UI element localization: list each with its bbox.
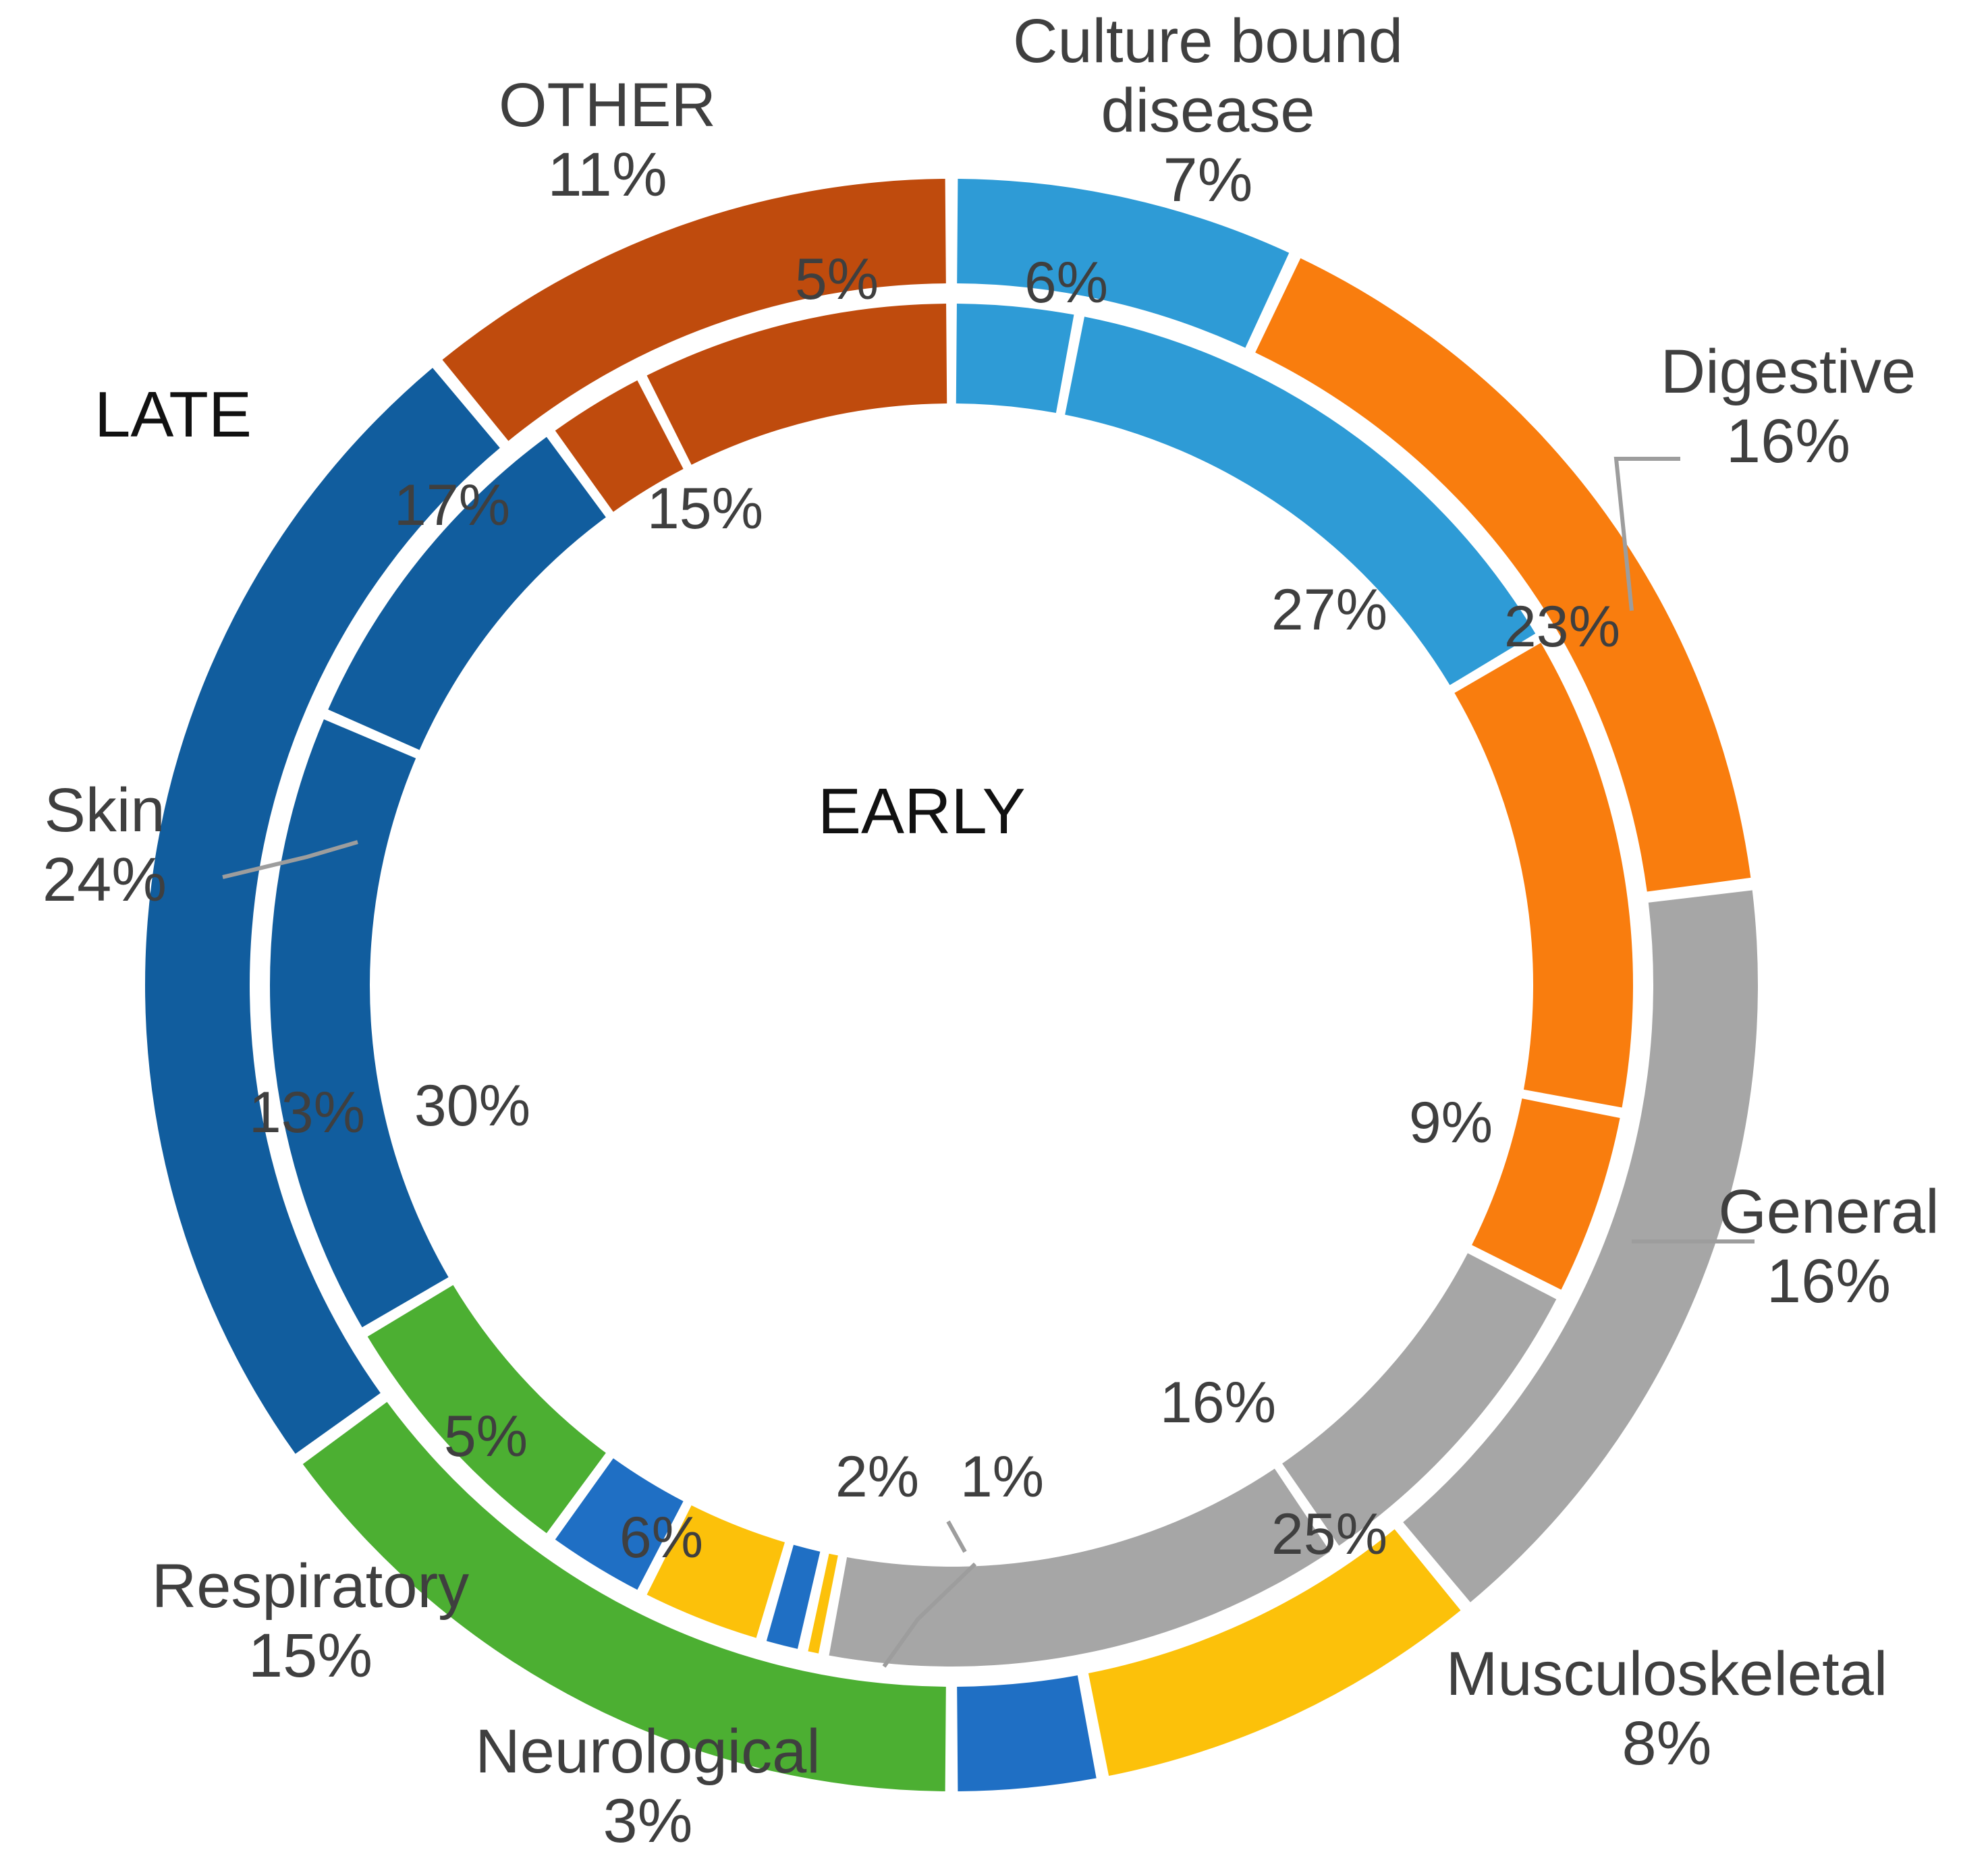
inner-pct-16: 16%: [1159, 1370, 1277, 1435]
inner-slice-5pct-13[interactable]: [555, 380, 684, 512]
inner-pct-15: 15%: [646, 476, 764, 541]
slice-name-neurological: Neurological: [475, 1717, 821, 1786]
slice-label-digestive: Digestive 16%: [1606, 337, 1970, 476]
slice-pct-other: 11%: [547, 140, 667, 210]
inner-slice-1pct-6[interactable]: [808, 1553, 838, 1654]
slice-pct-respiratory: 15%: [248, 1621, 373, 1691]
inner-slice-17pct-12[interactable]: [328, 437, 606, 750]
outer-slice-general-2[interactable]: [1403, 890, 1758, 1602]
leader-line-digestive: [1613, 457, 1680, 611]
outer-slice-culture-bound-disease-0[interactable]: [957, 179, 1290, 348]
inner-pct-17: 17%: [393, 473, 511, 538]
slice-pct-digestive: 16%: [1725, 407, 1851, 476]
inner-slice-15pct-14[interactable]: [646, 304, 947, 465]
inner-pct-9: 9%: [1408, 1090, 1493, 1155]
inner-pct-5-top: 5%: [794, 247, 879, 312]
leader-line-neurological: [882, 1562, 977, 1668]
inner-slice-25pct-5[interactable]: [829, 1468, 1331, 1667]
inner-pct-27: 27%: [1271, 578, 1388, 642]
inner-slice-9pct-3[interactable]: [1472, 1098, 1620, 1290]
slice-name-general: General: [1718, 1177, 1939, 1246]
slice-name-culture-bound-disease-line2: disease: [1101, 76, 1315, 146]
inner-pct-23: 23%: [1503, 594, 1621, 659]
inner-slice-2pct-7[interactable]: [766, 1544, 821, 1649]
outer-slice-respiratory-5[interactable]: [302, 1401, 946, 1791]
slice-pct-musculoskeletal: 8%: [1622, 1709, 1712, 1779]
inner-pct-2: 2%: [835, 1445, 920, 1509]
outer-ring-late: [145, 179, 1758, 1791]
inner-pct-6-bottom: 6%: [619, 1505, 704, 1570]
slice-name-digestive: Digestive: [1660, 337, 1916, 406]
inner-pct-30: 30%: [414, 1073, 531, 1138]
slice-pct-skin: 24%: [42, 845, 167, 915]
outer-slice-skin-6[interactable]: [145, 368, 500, 1454]
slice-label-other: OTHER 11%: [459, 71, 756, 210]
slice-label-respiratory: Respiratory 15%: [115, 1552, 506, 1691]
outer-slice-musculoskeletal-3[interactable]: [1088, 1529, 1461, 1776]
inner-slice-23pct-2[interactable]: [1454, 642, 1633, 1108]
inner-slice-13pct-10[interactable]: [367, 1285, 606, 1534]
slice-name-musculoskeletal: Musculoskeletal: [1445, 1640, 1888, 1708]
slice-label-neurological: Neurological 3%: [439, 1717, 857, 1856]
inner-slice-27pct-1[interactable]: [1065, 316, 1536, 685]
ring-tag-early: EARLY: [818, 775, 1026, 847]
inner-slice-5pct-9[interactable]: [555, 1458, 684, 1590]
leader-lines: [222, 457, 1755, 1668]
slice-name-skin: Skin: [44, 776, 165, 845]
leader-line-skin: [222, 840, 358, 879]
inner-slice-30pct-11[interactable]: [270, 719, 449, 1328]
outer-slice-neurological-4[interactable]: [957, 1675, 1097, 1791]
slice-name-other: OTHER: [499, 71, 716, 140]
slice-name-culture-bound-disease: Culture bound: [1013, 7, 1403, 76]
slice-pct-neurological: 3%: [603, 1787, 693, 1856]
inner-slice-16pct-4[interactable]: [1282, 1253, 1557, 1546]
inner-pct-1: 1%: [960, 1445, 1045, 1509]
inner-pct-13: 13%: [248, 1080, 366, 1145]
inner-ring-early: [270, 304, 1633, 1667]
slice-label-skin: Skin 24%: [7, 776, 202, 915]
outer-slice-other-7[interactable]: [442, 179, 946, 441]
ring-tag-late: LATE: [94, 379, 252, 451]
leader-line-inner-1pct: [946, 1520, 967, 1553]
slice-pct-general: 16%: [1766, 1247, 1892, 1316]
slice-name-respiratory: Respiratory: [151, 1552, 470, 1621]
outer-slice-digestive-1[interactable]: [1255, 258, 1751, 892]
inner-pct-6-top: 6%: [1024, 250, 1109, 315]
slice-label-musculoskeletal: Musculoskeletal 8%: [1383, 1640, 1950, 1779]
slice-label-culture-bound-disease: Culture bound disease 7%: [992, 7, 1424, 215]
inner-pct-5-left: 5%: [443, 1404, 528, 1469]
inner-slice-6pct-8[interactable]: [646, 1505, 785, 1638]
slice-label-general: General 16%: [1680, 1177, 1977, 1316]
inner-slice-6pct-0[interactable]: [956, 304, 1074, 414]
inner-pct-25: 25%: [1271, 1502, 1388, 1567]
slice-pct-culture-bound-disease: 7%: [1163, 146, 1253, 215]
